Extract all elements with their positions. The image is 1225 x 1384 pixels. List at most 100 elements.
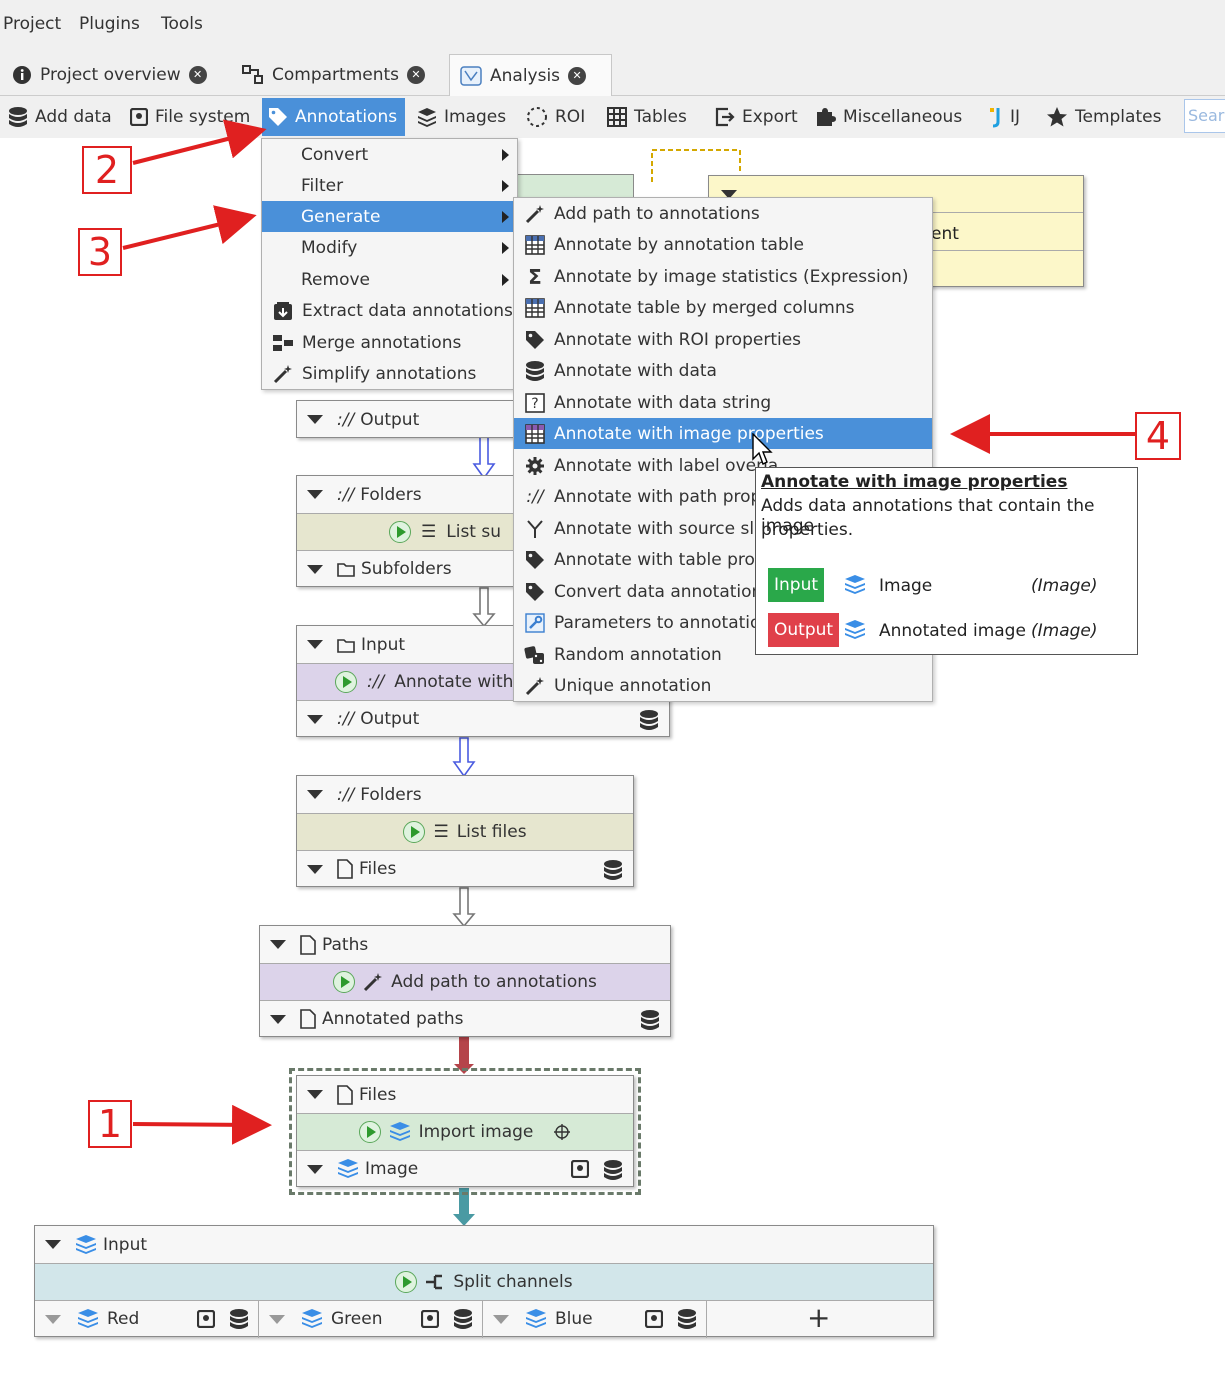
menu-item-simplify-annotations[interactable]: Simplify annotations [262, 358, 517, 389]
chevron-down-icon[interactable] [45, 1240, 61, 1249]
file-icon [300, 1009, 316, 1029]
menu-item-modify[interactable]: Modify [262, 232, 517, 263]
images-button[interactable]: Images [411, 98, 512, 136]
add-path-node[interactable]: Paths Add path to annotations Annotated … [259, 925, 671, 1037]
menu-item-unique-annotation[interactable]: Unique annotation [514, 670, 932, 701]
menu-item-convert-data-annotation[interactable]: Convert data annotation t [514, 576, 932, 607]
puzzle-icon [814, 106, 836, 128]
output-slot-blue[interactable]: Blue [483, 1301, 707, 1338]
menu-item-random-annotation[interactable]: Random annotation [514, 639, 932, 670]
database-icon[interactable] [639, 709, 659, 731]
import-image-node[interactable]: Files Import image Image [296, 1075, 634, 1187]
chevron-down-icon[interactable] [269, 1315, 285, 1324]
disk-icon[interactable] [421, 1310, 439, 1328]
menu-tools[interactable]: Tools [161, 14, 203, 34]
disk-icon[interactable] [197, 1310, 215, 1328]
chevron-down-icon[interactable] [45, 1315, 61, 1324]
run-icon[interactable] [389, 521, 411, 543]
menu-item-extract-data-annotations[interactable]: Extract data annotations [262, 295, 517, 326]
disk-icon [130, 108, 148, 126]
extract-icon [272, 300, 294, 322]
menu-item-label-overlap[interactable]: Annotate with label overla [514, 450, 932, 481]
output-slot-green[interactable]: Green [259, 1301, 483, 1338]
annotations-button[interactable]: Annotations [262, 98, 405, 136]
chevron-down-icon[interactable] [307, 790, 323, 799]
roi-button[interactable]: ROI [520, 98, 591, 136]
miscellaneous-button[interactable]: Miscellaneous [808, 98, 968, 136]
target-icon[interactable] [553, 1123, 571, 1141]
chevron-down-icon[interactable] [307, 714, 323, 724]
menu-item-roi-properties[interactable]: Annotate with ROI properties [514, 324, 932, 355]
output-slot-label: Output [360, 409, 420, 430]
menu-project[interactable]: Project [3, 14, 62, 34]
templates-button[interactable]: Templates [1040, 98, 1167, 136]
menu-item-source-slot[interactable]: Annotate with source slot [514, 513, 932, 544]
disk-icon[interactable] [645, 1310, 663, 1328]
ij-button[interactable]: IJ [983, 98, 1026, 136]
menu-item-remove[interactable]: Remove [262, 264, 517, 295]
compartments-icon [242, 65, 264, 85]
run-icon[interactable] [335, 671, 357, 693]
toolbar-label: Miscellaneous [843, 107, 963, 127]
database-icon[interactable] [640, 1009, 660, 1031]
menu-item-convert[interactable]: Convert [262, 139, 517, 170]
database-icon[interactable] [229, 1308, 249, 1330]
chevron-down-icon[interactable] [307, 490, 323, 499]
chevron-down-icon[interactable] [270, 1014, 286, 1024]
chevron-down-icon[interactable] [270, 940, 286, 949]
database-icon[interactable] [677, 1308, 697, 1330]
close-icon[interactable]: ✕ [407, 66, 426, 84]
database-icon[interactable] [603, 1159, 623, 1181]
menu-item-filter[interactable]: Filter [262, 170, 517, 201]
menu-item-with-data[interactable]: Annotate with data [514, 355, 932, 386]
chevron-down-icon[interactable] [307, 864, 323, 874]
chevron-down-icon[interactable] [493, 1315, 509, 1324]
add-data-button[interactable]: Add data [2, 98, 118, 136]
database-icon[interactable] [453, 1308, 473, 1330]
export-button[interactable]: Export [709, 98, 804, 136]
tab-analysis[interactable]: Analysis ✕ [449, 54, 612, 96]
node-output-partial[interactable]: :// Output [296, 400, 514, 438]
chevron-down-icon[interactable] [307, 415, 323, 424]
output-slot-red[interactable]: Red [35, 1301, 259, 1338]
chevron-down-icon[interactable] [307, 564, 323, 574]
menu-item-table-properties[interactable]: Annotate with table prope [514, 544, 932, 575]
chevron-down-icon[interactable] [307, 640, 323, 649]
chevron-down-icon[interactable] [307, 1090, 323, 1099]
disk-icon[interactable] [571, 1160, 589, 1178]
close-icon[interactable]: ✕ [188, 66, 207, 84]
tooltip: Annotate with image properties Adds data… [755, 467, 1138, 655]
menu-item-data-string[interactable]: ? Annotate with data string [514, 387, 932, 418]
split-channels-node[interactable]: Input Split channels Red Green [34, 1225, 934, 1338]
tables-button[interactable]: Tables [601, 98, 693, 136]
tab-project-overview[interactable]: Project overview ✕ [2, 54, 224, 96]
menu-item-generate[interactable]: Generate [262, 201, 517, 232]
menu-item-merged-columns[interactable]: Annotate table by merged columns [514, 292, 932, 323]
add-slot-button[interactable]: + [807, 1301, 831, 1334]
tab-compartments[interactable]: Compartments ✕ [232, 54, 442, 96]
file-system-button[interactable]: File system [124, 98, 256, 136]
run-icon[interactable] [403, 821, 426, 843]
chevron-down-icon[interactable] [721, 190, 737, 199]
chevron-down-icon[interactable] [307, 1164, 323, 1174]
run-icon[interactable] [358, 1121, 381, 1143]
menu-item-merge-annotations[interactable]: Merge annotations [262, 327, 517, 358]
menu-item-label: Annotate with path prope [554, 486, 772, 507]
menu-item-add-path[interactable]: Add path to annotations [514, 198, 932, 229]
menu-item-parameters-to-annotation[interactable]: Parameters to annotation [514, 607, 932, 638]
database-icon[interactable] [603, 859, 623, 881]
image-layers-icon [389, 1121, 411, 1143]
run-icon[interactable] [395, 1271, 418, 1293]
menu-item-annotate-by-table[interactable]: Annotate by annotation table [514, 229, 932, 260]
menu-plugins[interactable]: Plugins [79, 14, 140, 34]
menu-item-image-properties[interactable]: Annotate with image properties [514, 418, 932, 449]
node-label: ent [931, 224, 959, 244]
input-name: Image [879, 576, 933, 596]
menu-item-annotate-by-statistics[interactable]: Σ Annotate by image statistics (Expressi… [514, 261, 932, 292]
list-files-node[interactable]: :// Folders ☰ List files Files [296, 775, 634, 887]
search-input[interactable]: Sear [1184, 99, 1225, 133]
run-icon[interactable] [333, 971, 356, 993]
menu-item-path-properties[interactable]: :// Annotate with path prope [514, 481, 932, 512]
list-subfolders-node[interactable]: :// Folders ☰ List su Subfolders [296, 475, 514, 587]
close-icon[interactable]: ✕ [568, 66, 587, 85]
